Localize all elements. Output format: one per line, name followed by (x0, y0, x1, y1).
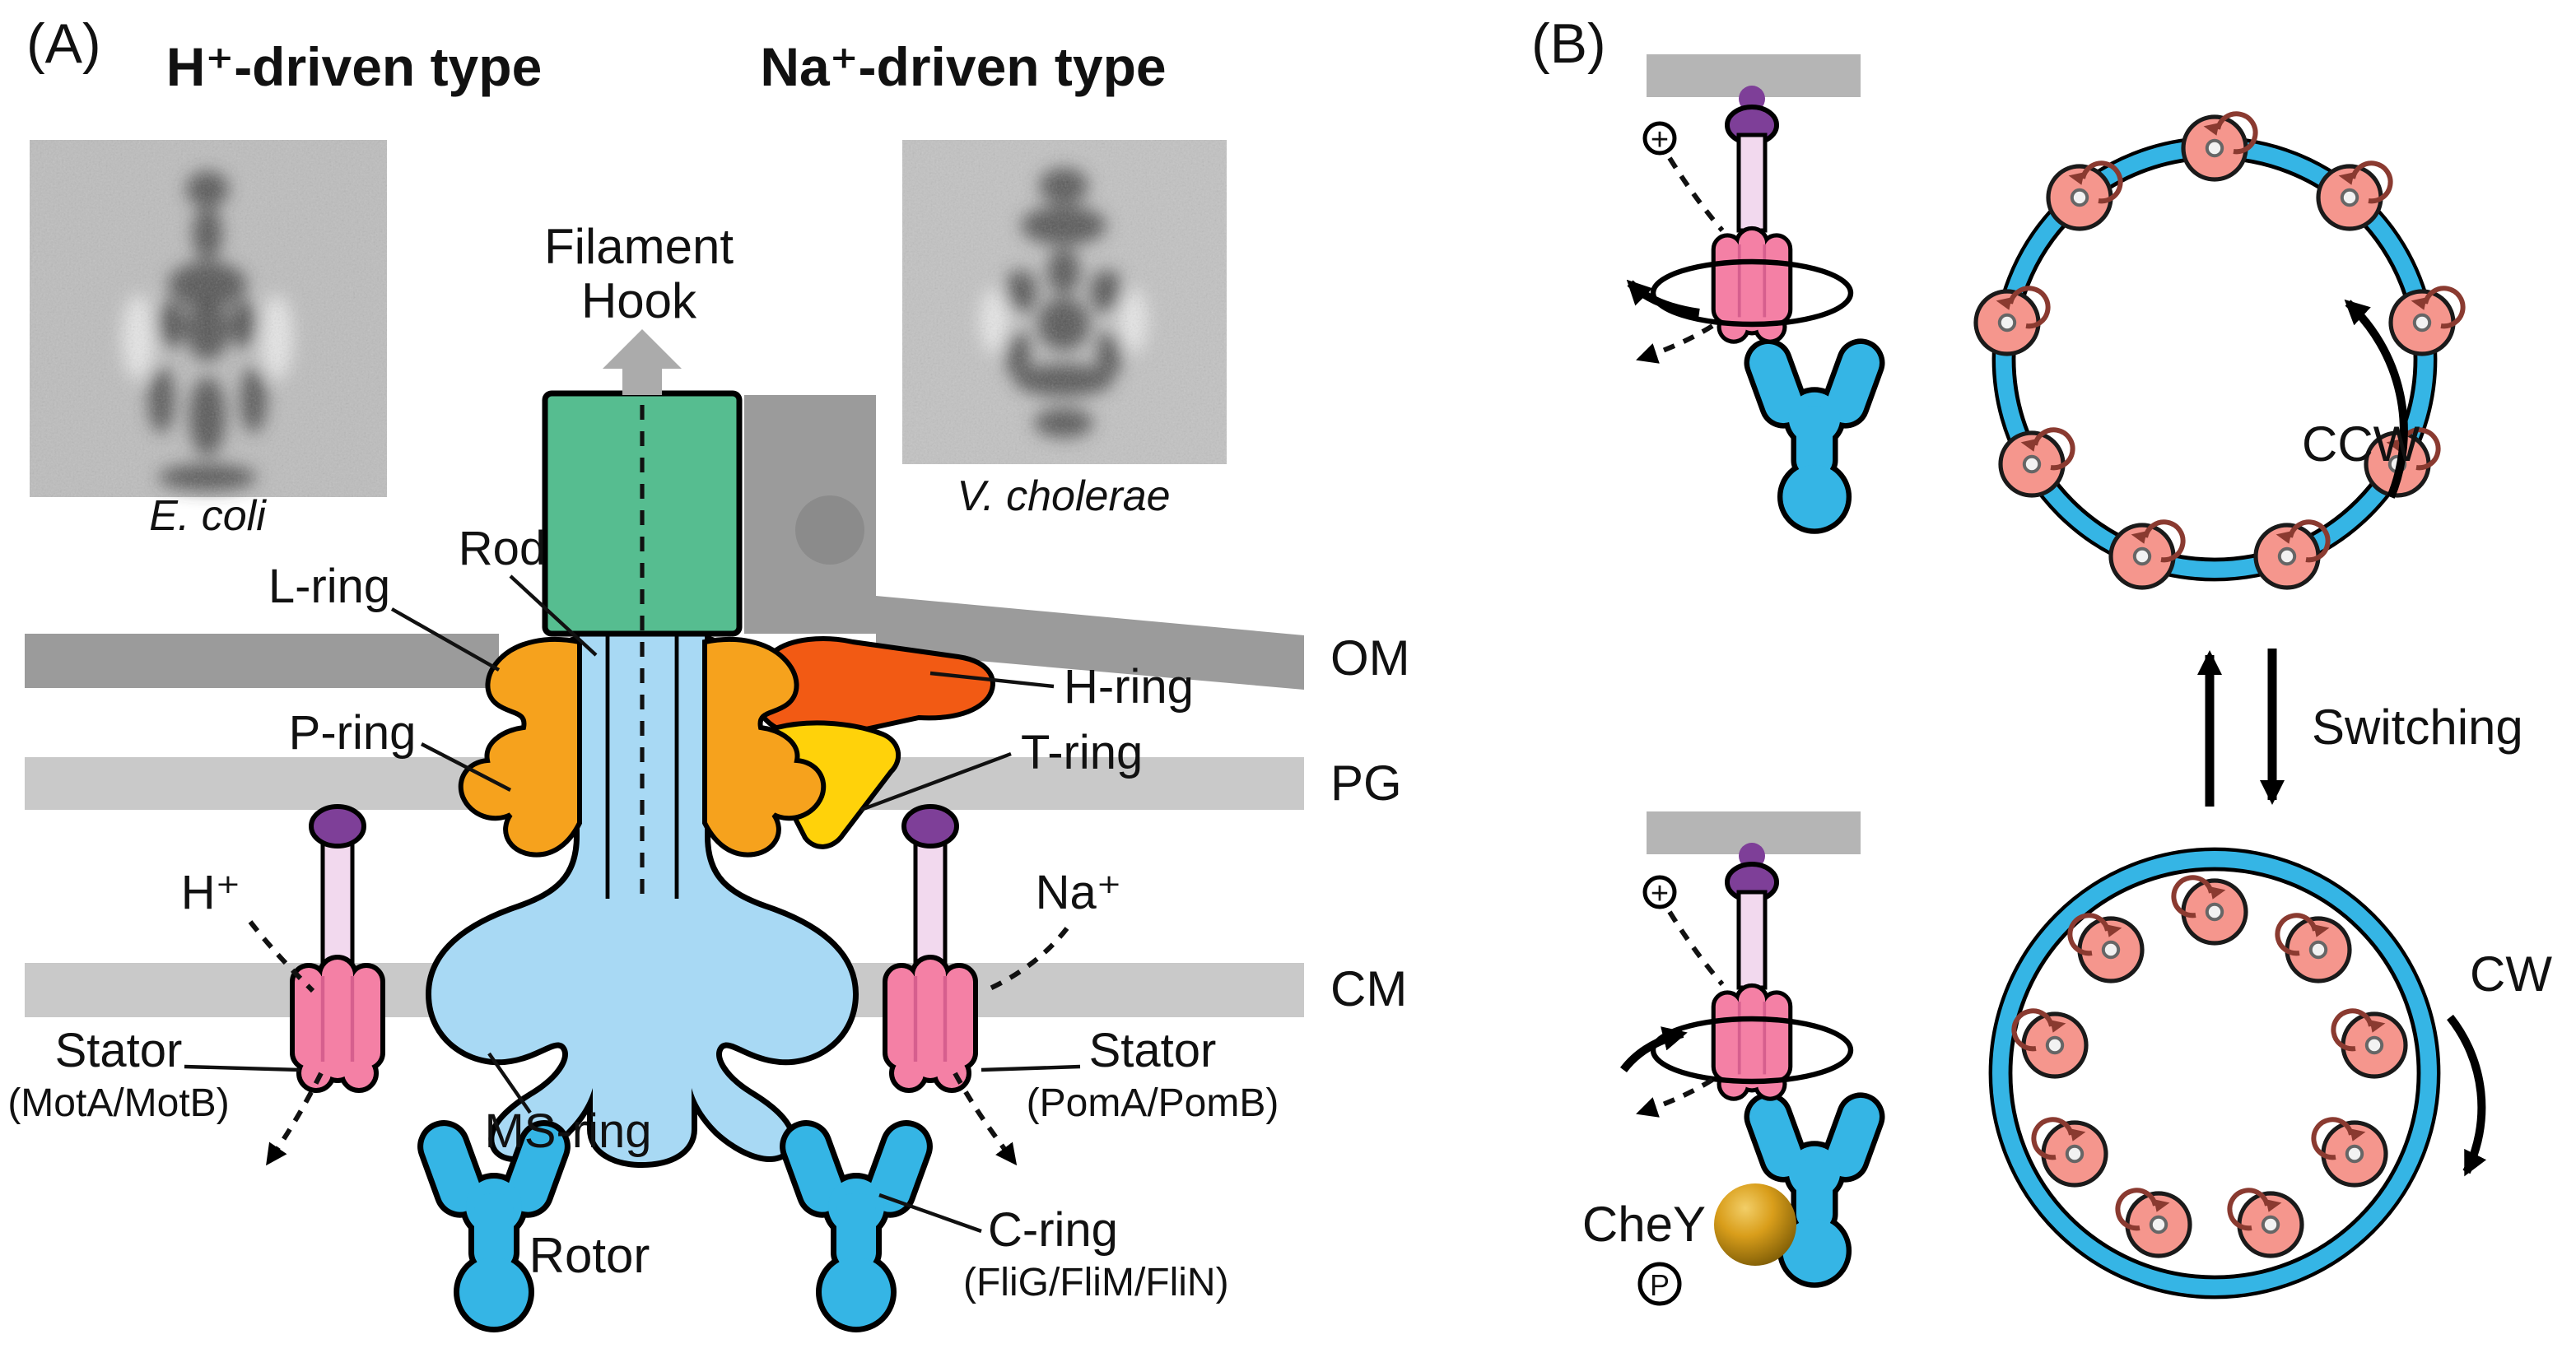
label-c-ring-sub: (FliG/FliM/FliN) (963, 1261, 1229, 1304)
label-om: OM (1330, 630, 1410, 686)
outer-membrane-left (25, 634, 499, 688)
switching: Switching (2197, 649, 2523, 807)
label-pg: PG (1330, 756, 1402, 811)
ion-plus-bottom: + (1651, 876, 1669, 911)
mini-motor-ccw: + (1626, 54, 1885, 528)
mini-ion-exit-bottom (1636, 1077, 1714, 1118)
mini-rotor-top (1745, 338, 1885, 528)
label-h-ring: H-ring (1064, 660, 1194, 714)
caption-vcholerae: V. cholerae (957, 472, 1170, 520)
phospho-circle (1637, 1262, 1682, 1306)
title-h-driven: H⁺-driven type (166, 36, 543, 97)
label-ms-ring: MS-ring (484, 1104, 651, 1158)
na-ion-entry-arrow (983, 927, 1069, 993)
lp-ring-left-shape (458, 636, 582, 858)
em-image-ecoli (30, 140, 387, 497)
sheath-vesicle-dot (795, 495, 864, 565)
label-stator-right-sub: (PomA/PomB) (1027, 1081, 1279, 1125)
rotation-orbit-top (1650, 258, 1854, 328)
label-ccw: CCW (2302, 416, 2420, 472)
label-stator-left: Stator (55, 1024, 183, 1077)
stator-left-assembly (295, 804, 380, 1088)
panel-b: (B) + (1531, 12, 2552, 1306)
label-stator-right: Stator (1089, 1024, 1217, 1077)
h-ion-entry-arrow (248, 920, 315, 993)
em-image-vcholerae (902, 140, 1227, 464)
rotation-orbit-bottom (1650, 1016, 1854, 1085)
label-switching: Switching (2312, 700, 2523, 755)
label-na-ion: Na⁺ (1036, 866, 1122, 919)
ion-plus-top: + (1651, 123, 1669, 157)
mini-ion-entry-bottom (1667, 910, 1725, 986)
panel-b-tag: (B) (1531, 12, 1606, 75)
ccw-rotation-arrow (2344, 299, 2408, 499)
lp-ring-right-shape (702, 636, 827, 858)
label-stator-left-sub: (MotA/MotB) (7, 1081, 229, 1125)
ion-plus-circle-top (1642, 121, 1677, 156)
label-cm: CM (1330, 961, 1407, 1016)
cell-ccw: CCW (1976, 114, 2463, 588)
callouts: Rod L-ring P-ring H-ring T-ring Stator (… (7, 522, 1279, 1304)
title-na-driven: Na⁺-driven type (760, 36, 1166, 97)
ion-plus-circle-bottom (1642, 875, 1677, 909)
h-ion-exit-arrow (266, 1072, 324, 1166)
filament-up-arrow (603, 329, 682, 395)
cw-rotation-arrow (2447, 1014, 2487, 1177)
stator-right-assembly (887, 804, 973, 1088)
c-ring-right-shape (780, 1120, 933, 1327)
panel-a: (A) H⁺-driven type Na⁺-driven type E. co… (7, 12, 1410, 1327)
label-c-ring: C-ring (988, 1203, 1118, 1257)
label-hook: Hook (581, 273, 697, 328)
label-l-ring: L-ring (268, 560, 390, 613)
label-phospho: P (1650, 1268, 1670, 1302)
label-chey: CheY (1582, 1197, 1706, 1252)
panel-a-tag: (A) (26, 12, 101, 75)
label-t-ring: T-ring (1021, 726, 1143, 779)
label-rod: Rod (459, 522, 546, 575)
label-h-ion: H⁺ (181, 866, 241, 919)
label-p-ring: P-ring (289, 706, 417, 760)
na-ion-exit-arrow (953, 1072, 1018, 1166)
outer-membrane-sheath (744, 395, 1304, 690)
caption-ecoli: E. coli (149, 492, 267, 540)
cell-cw: CW (1988, 847, 2552, 1300)
label-filament: Filament (544, 219, 734, 274)
rotation-direction-arrow-bottom (1620, 1026, 1688, 1073)
mini-ion-entry-top (1667, 156, 1725, 232)
rotation-direction-arrow-top (1626, 279, 1700, 317)
label-cw: CW (2470, 946, 2552, 1002)
mini-motor-cw: + CheY P (1582, 811, 1885, 1306)
label-rotor: Rotor (529, 1228, 650, 1283)
mini-ion-exit-top (1636, 323, 1714, 364)
chey-protein-ball (1714, 1183, 1796, 1266)
